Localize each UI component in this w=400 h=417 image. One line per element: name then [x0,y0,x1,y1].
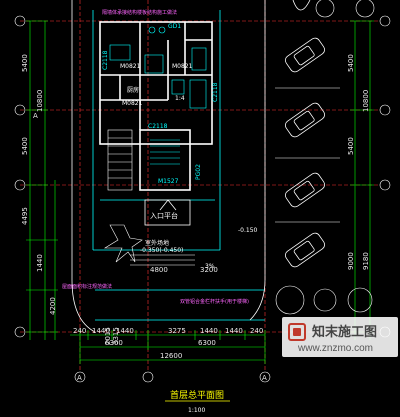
label-kitchen: 厨房 [127,86,139,94]
dim-misc-1: 4800 [150,266,168,274]
label-window-3: C2118 [148,123,168,130]
label-mark-3: M0821 [122,100,143,107]
left-note: 屋面面积标注规范做法 [62,283,112,290]
label-mark-1: M0821 [120,63,141,70]
dim-misc-3: 2015 [104,327,112,345]
dim-bottom1-4: 3275 [168,327,186,335]
dim-bottom1-3: 1440 [116,327,134,335]
label-window-1: C2118 [102,50,109,70]
parking-cars [275,37,340,268]
dim-bottom1-2: 1440 [92,327,110,335]
watermark-title: 知末施工图 [312,325,378,340]
dim-left-6: 4200 [49,297,57,315]
bottom-dimension-lines [70,330,266,364]
watermark-badge: 知末施工图 www.znzmo.com [282,317,398,357]
dim-left-5: 1440 [36,254,44,272]
dim-bottom1-1: 240 [73,327,86,335]
dim-bottom3-1: 12600 [160,352,182,360]
dim-bottom1-5: 1440 [200,327,218,335]
axis-mark-left: A [33,112,38,120]
dim-bottom1-7: 240 [250,327,263,335]
stair-outline [107,129,133,191]
right-dimension-lines [350,20,374,340]
left-dimension-lines [26,20,58,340]
yard-stairs [130,254,195,266]
dim-right-3: 5400 [347,137,355,155]
label-door-main: M1527 [158,178,179,185]
dim-left-3: 5400 [21,137,29,155]
label-stair-ratio: 1:4 [175,95,185,102]
drawing-title: 首层总平面图 [170,389,224,401]
brand-logo-icon [288,323,306,341]
dim-left-1: 5400 [21,54,29,72]
dim-misc-2: 3200 [200,266,218,274]
watermark-url: www.znzmo.com [298,343,374,354]
dim-right-1: 5400 [347,54,355,72]
dim-left-4: 4495 [21,207,29,225]
axis-label-bottom-1: A [77,374,82,382]
label-yard: 室外场地 [145,239,169,247]
building-walls [99,21,213,191]
dim-bottom2-2: 6300 [198,339,216,347]
entry-platform [144,199,191,226]
top-note: 隔墙体承接结构楼板结构施工做法 [102,9,177,16]
tree-symbols [103,0,375,315]
label-level-right: -0.150 [238,227,258,234]
label-yard-level: -0.350(-0.450) [140,247,183,254]
dim-right-5: 9180 [362,252,370,270]
axis-bubbles-bottom [74,371,271,383]
site-boundary [92,10,265,321]
road-edges [71,0,311,333]
dim-bottom1-6: 1440 [225,327,243,335]
label-window-2: C2118 [212,82,219,102]
drawing-scale: 1:100 [188,407,205,414]
axis-bubbles-left [14,15,26,338]
fixtures [109,26,207,165]
label-door-top: GD1 [168,23,181,30]
dim-right-4: 9000 [347,252,355,270]
label-pipe: PG02 [195,164,202,180]
axis-label-bottom-2: A [262,374,267,382]
label-mark-2: M0821 [172,63,193,70]
dim-left-2: 10800 [36,90,44,112]
dim-right-2: 10800 [362,90,370,112]
dim-misc-4: 3315 [112,327,120,345]
bottom-note: 双管铝合金栏杆扶手(用于楼梯) [180,298,249,305]
label-slope: 3% [205,263,215,270]
label-entry: 入口平台 [150,211,178,220]
dim-bottom2-1: 6300 [105,339,123,347]
